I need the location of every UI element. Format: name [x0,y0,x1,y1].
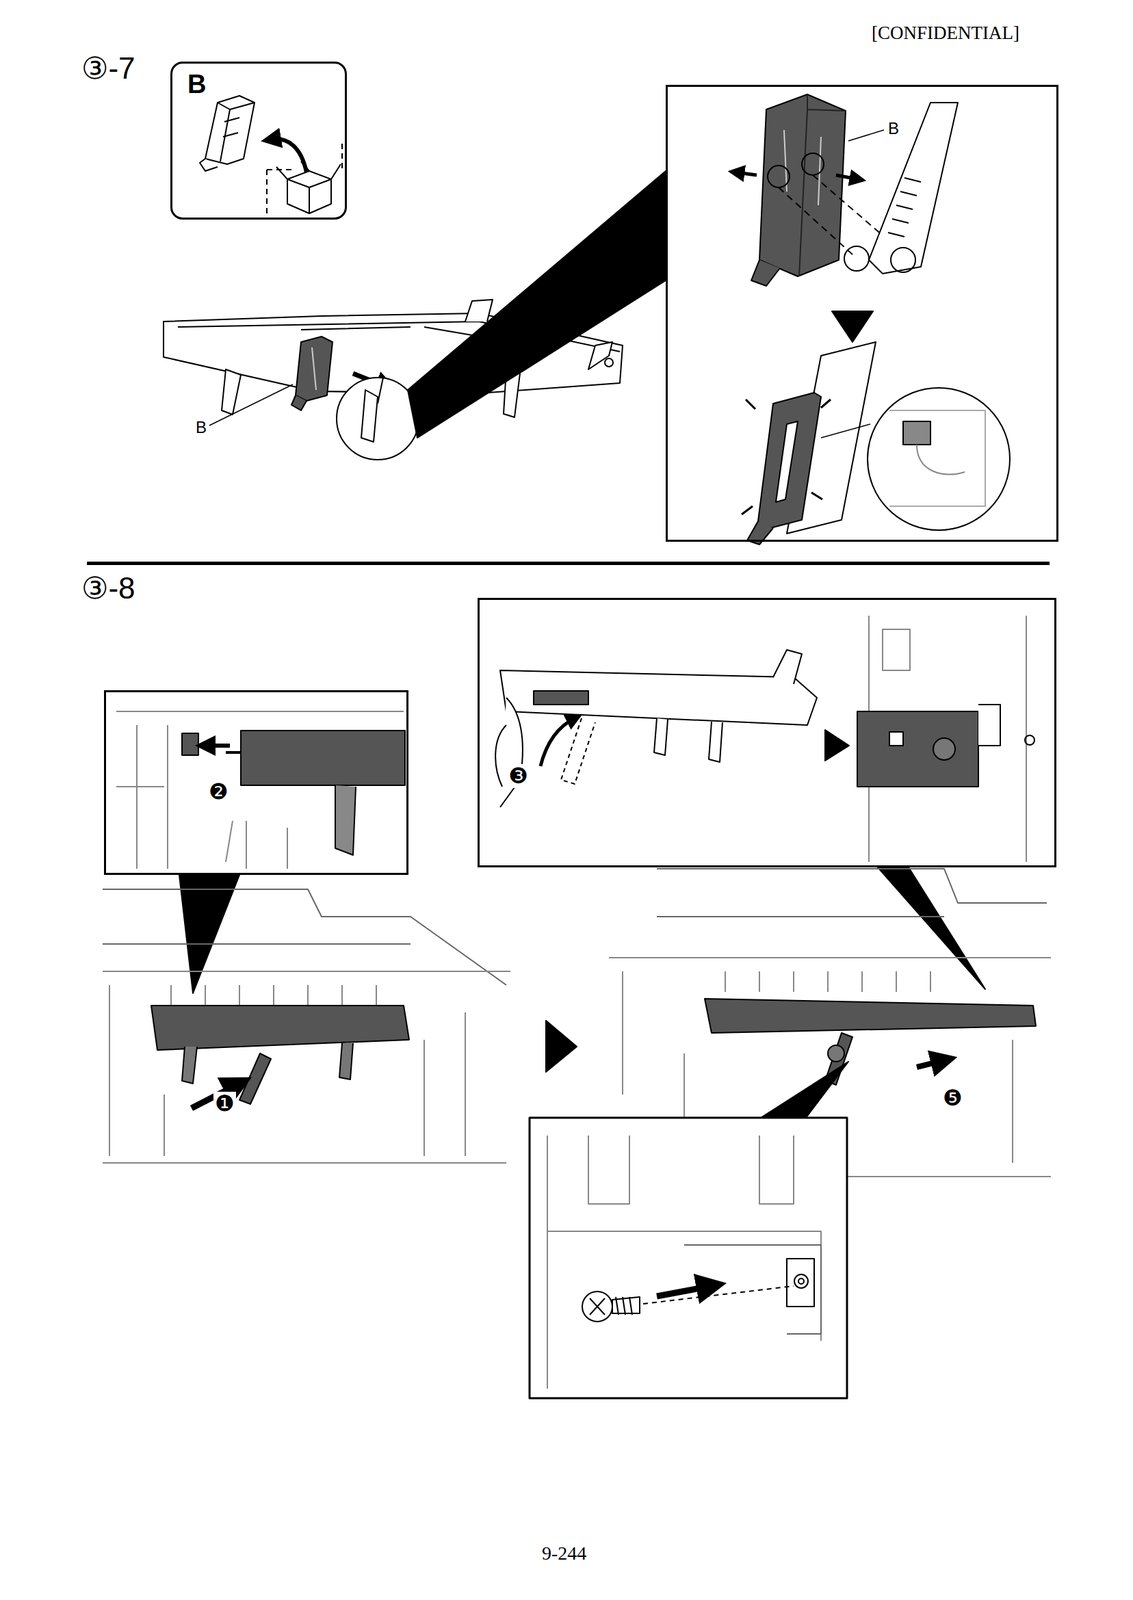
screw-detail [547,1135,822,1389]
part-label: ❸ [508,764,529,789]
callout-number: ❺ [941,1086,965,1111]
step-number: ③-8 [80,571,137,605]
package-icon [266,138,343,218]
part-b-icon [199,95,255,172]
part-b-detail [751,94,846,286]
page-number: 9-244 [540,1543,588,1565]
part-label: ❷ [208,779,229,804]
part-label: B [888,119,900,138]
detail-frame: ❸ [477,597,1057,868]
rail-detail [868,102,958,274]
detail-frame: B [665,84,1059,542]
step-number: ③-7 [80,51,137,85]
inset-frame [529,1117,848,1399]
callout-number: ❶ [213,1091,237,1116]
confidential-mark: [CONFIDENTIAL] [870,23,1021,44]
inset-right-art [495,615,1035,863]
part-box: B [170,61,347,220]
printer-left [102,889,511,1164]
part-label: B [187,70,206,100]
detail-frame: ❷ [103,690,409,876]
part-b [291,336,333,411]
part-b-installed [741,342,876,545]
inset-left-art [116,711,406,869]
part-callout: B [194,418,208,437]
